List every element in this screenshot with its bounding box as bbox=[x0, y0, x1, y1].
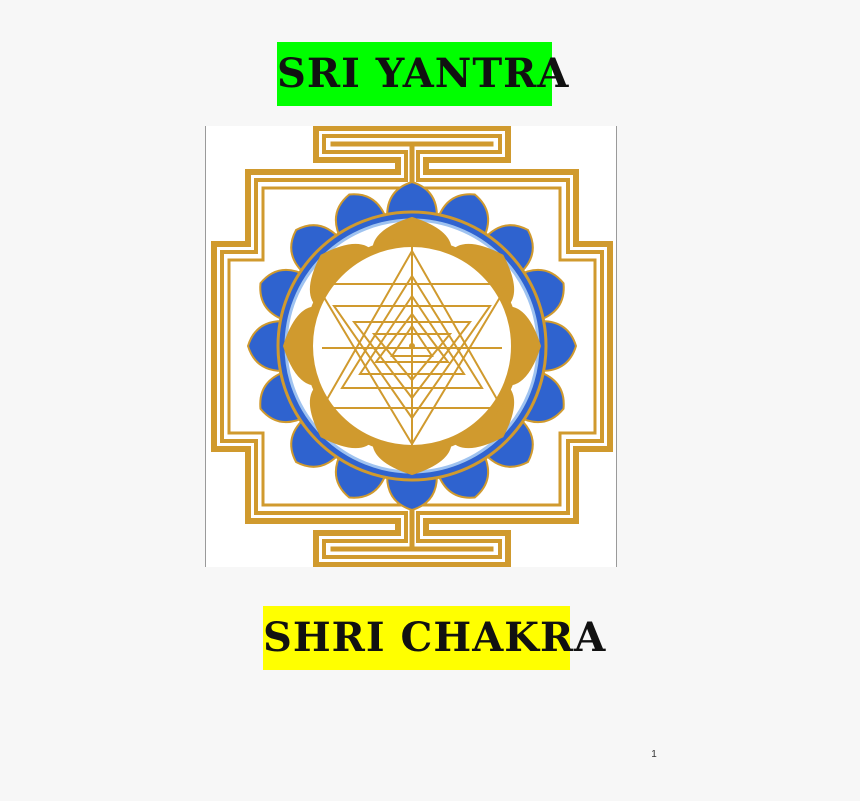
page-subtitle: SHRI CHAKRA bbox=[263, 606, 605, 670]
sri-yantra-image bbox=[205, 126, 617, 567]
bindu bbox=[409, 343, 415, 349]
page-title: SRI YANTRA bbox=[277, 42, 568, 106]
bhupura-inner bbox=[227, 141, 597, 552]
page-number: 1 bbox=[651, 749, 657, 760]
bhupura-middle bbox=[220, 134, 604, 559]
bhupura-outer bbox=[211, 126, 613, 567]
